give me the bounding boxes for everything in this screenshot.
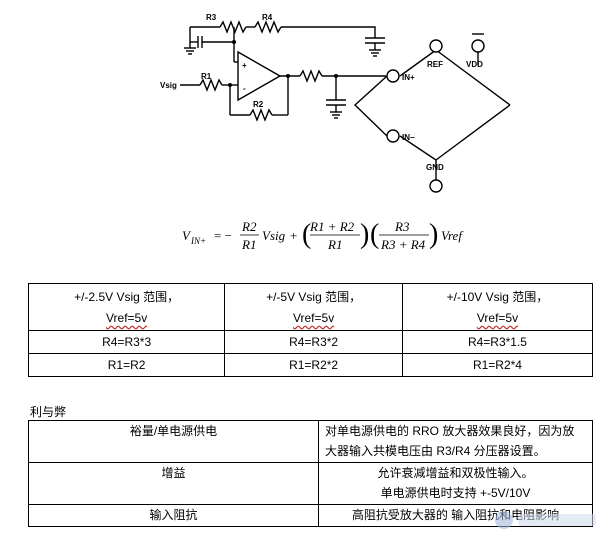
table-cell: R4=R3*1.5: [401, 330, 594, 354]
label-opamp-plus: +: [242, 61, 247, 70]
vref-cell: Vref=5v: [476, 311, 519, 325]
label-in-minus: IN−: [402, 133, 415, 142]
label-ref: REF: [427, 60, 443, 69]
svg-text:): ): [360, 219, 369, 250]
table-cell: R4=R3*2: [224, 330, 403, 354]
pros-cons-table: 裕量/单电源供电 对单电源供电的 RRO 放大器效果良好，因为放大器输入共模电压…: [28, 420, 593, 527]
description-cell: 允许衰减增益和双极性输入。 单电源供电时支持 +-5V/10V: [318, 462, 593, 505]
svg-text:(: (: [302, 219, 311, 250]
table-cell: R4=R3*3: [27, 330, 226, 354]
formula-f2-den: R1: [327, 237, 342, 252]
circuit-diagram: R3 R4 R1 R2 Vsig + - IN+ IN− REF VDD GND: [160, 13, 511, 193]
label-opamp-minus: -: [243, 84, 246, 93]
table-row: R4=R3*3 R4=R3*2 R4=R3*1.5: [27, 330, 594, 354]
formula-f1-den: R1: [241, 237, 256, 252]
table-cell: R1=R2*4: [401, 353, 594, 377]
table-row: R1=R2 R1=R2*2 R1=R2*4: [27, 353, 594, 377]
formula-vref: Vref: [441, 228, 464, 243]
table-cell: +/-10V Vsig 范围， Vref=5v: [401, 283, 594, 331]
watermark-logo: [495, 511, 596, 529]
label-in-plus: IN+: [402, 73, 415, 82]
description-cell: 对单电源供电的 RRO 放大器效果良好，因为放大器输入共模电压由 R3/R4 分…: [318, 420, 593, 463]
feature-cell: 裕量/单电源供电: [28, 420, 319, 463]
formula-f3-den: R3 + R4: [380, 237, 426, 252]
feature-cell: 输入阻抗: [28, 504, 319, 527]
table-cell: R1=R2*2: [224, 353, 403, 377]
feature-cell: 增益: [28, 462, 319, 505]
table-row: 裕量/单电源供电 对单电源供电的 RRO 放大器效果良好，因为放大器输入共模电压…: [28, 420, 593, 463]
formula-plus: +: [290, 228, 297, 243]
table-row: +/-2.5V Vsig 范围， Vref=5v +/-5V Vsig 范围， …: [27, 283, 594, 331]
table-cell: +/-5V Vsig 范围， Vref=5v: [224, 283, 403, 331]
table-row: 增益 允许衰减增益和双极性输入。 单电源供电时支持 +-5V/10V: [28, 462, 593, 505]
section-title: 利与弊: [30, 405, 67, 419]
range-table: +/-2.5V Vsig 范围， Vref=5v +/-5V Vsig 范围， …: [27, 283, 594, 377]
vref-cell: Vref=5v: [292, 311, 335, 325]
label-r1: R1: [201, 72, 212, 81]
label-gnd: GND: [426, 163, 444, 172]
label-r2: R2: [253, 100, 264, 109]
svg-text:(: (: [370, 219, 379, 250]
vref-cell: Vref=5v: [105, 311, 148, 325]
table-cell: R1=R2: [27, 353, 226, 377]
label-r4: R4: [262, 13, 273, 22]
gain-formula: V IN+ = − R2 R1 Vsig + ( R1 + R2 R1 ) ( …: [182, 219, 464, 252]
description-line: 允许衰减增益和双极性输入。: [377, 466, 534, 480]
label-vsig: Vsig: [160, 81, 177, 90]
formula-f2-num: R1 + R2: [309, 219, 355, 234]
range-header-cell: +/-10V Vsig 范围，: [446, 290, 549, 304]
description-line: 单电源供电时支持 +-5V/10V: [380, 486, 531, 500]
formula-f1-num: R2: [241, 219, 257, 234]
label-r3: R3: [206, 13, 217, 22]
svg-text:): ): [429, 219, 438, 250]
formula-lhs: V: [182, 228, 192, 243]
range-header-cell: +/-5V Vsig 范围，: [266, 290, 362, 304]
formula-equals: = −: [214, 228, 232, 243]
formula-f3-num: R3: [394, 219, 410, 234]
formula-lhs-sub: IN+: [190, 236, 206, 246]
range-header-cell: +/-2.5V Vsig 范围，: [74, 290, 180, 304]
table-cell: +/-2.5V Vsig 范围， Vref=5v: [27, 283, 226, 331]
formula-vsig: Vsig: [262, 228, 286, 243]
label-vdd: VDD: [466, 60, 483, 69]
